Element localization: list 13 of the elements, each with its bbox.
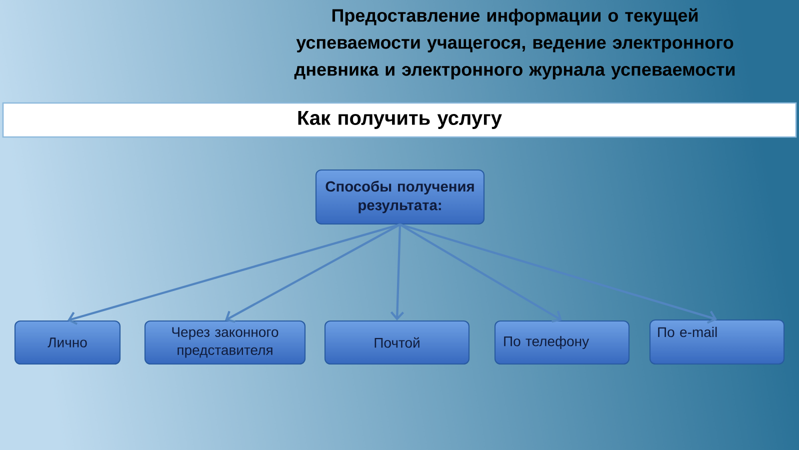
arrow: [68, 224, 400, 325]
slide-title: Предоставление информации о текущей успеваемости учащегося, ведение электронного дневника и электронного журнала успеваемости: [294, 8, 735, 80]
option-box: Почтой: [324, 320, 470, 365]
option-box: По e-mail: [649, 319, 785, 365]
arrow: [400, 224, 717, 324]
arrow: [390, 224, 404, 320]
arrow: [399, 224, 562, 322]
heading-band: Как получить услугу: [2, 102, 797, 138]
option-box: По телефону: [494, 320, 630, 365]
option-box: Лично: [14, 320, 121, 365]
option-box: Через законного представителя: [144, 320, 306, 365]
arrow: [225, 224, 401, 323]
category-box: Способы получения результата:: [315, 169, 485, 225]
